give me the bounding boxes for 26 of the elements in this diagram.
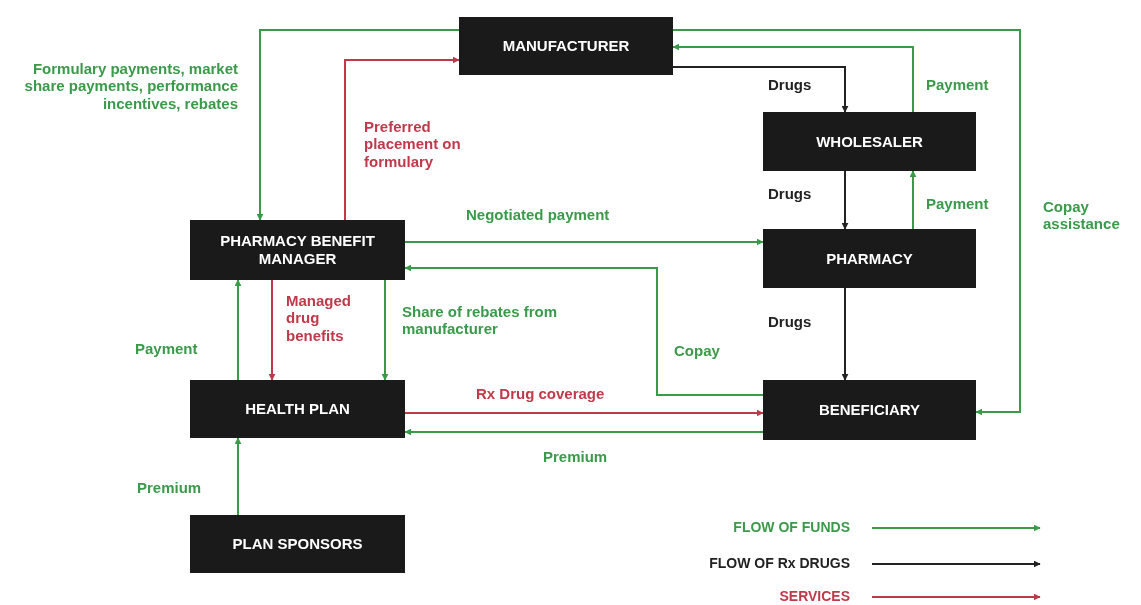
- arrow: [234, 279, 242, 381]
- legend-label: FLOW OF Rx DRUGS: [709, 555, 850, 571]
- arrow: [381, 279, 389, 381]
- arrow: [268, 279, 276, 381]
- process-box: PHARMACY BENEFIT MANAGER: [190, 220, 405, 280]
- process-box: WHOLESALER: [763, 112, 976, 171]
- arrow: [841, 170, 849, 230]
- arrow: [672, 43, 914, 113]
- process-box: PHARMACY: [763, 229, 976, 288]
- legend-label: FLOW OF FUNDS: [733, 519, 850, 535]
- legend-label: SERVICES: [779, 588, 850, 604]
- arrow: [672, 29, 1021, 416]
- arrow: [344, 56, 460, 221]
- arrow: [256, 29, 460, 221]
- arrow: [672, 66, 849, 113]
- arrow: [234, 437, 242, 516]
- process-box: MANUFACTURER: [459, 17, 673, 75]
- arrow: [841, 287, 849, 381]
- process-box: BENEFICIARY: [763, 380, 976, 440]
- process-box: HEALTH PLAN: [190, 380, 405, 438]
- arrow: [404, 428, 764, 436]
- arrow: [404, 264, 764, 396]
- arrow: [404, 238, 764, 246]
- process-box: PLAN SPONSORS: [190, 515, 405, 573]
- arrow: [909, 170, 917, 230]
- arrow: [404, 409, 764, 417]
